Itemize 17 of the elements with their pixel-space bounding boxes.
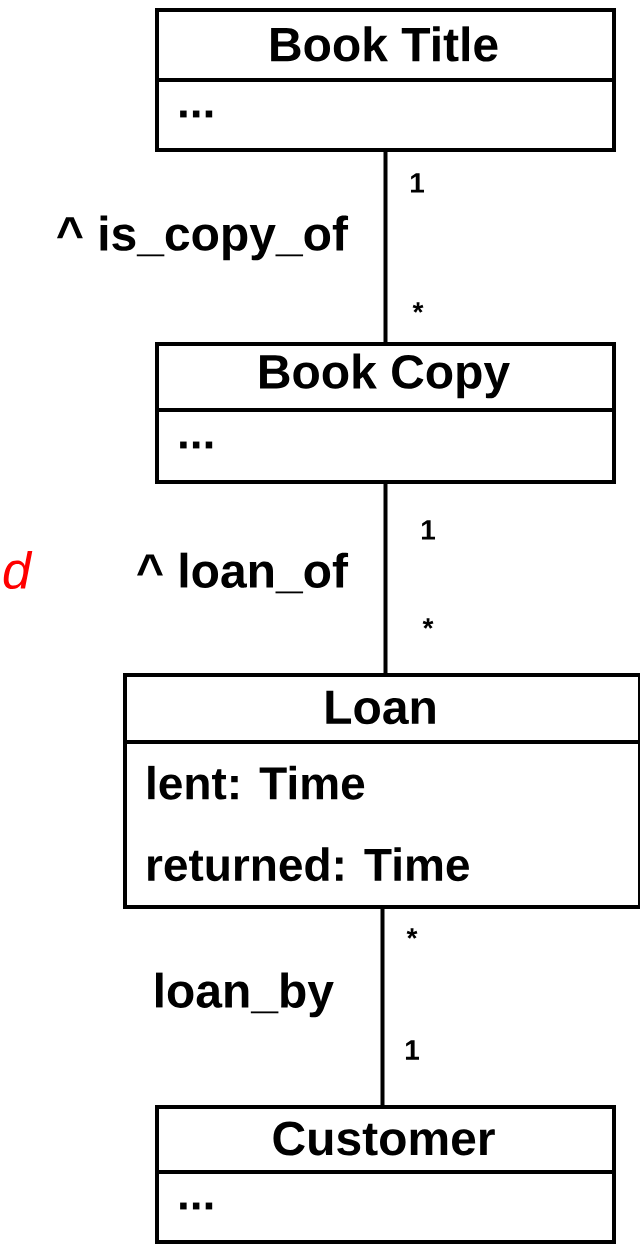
- association-label: ^ loan_of: [137, 552, 349, 594]
- class-box: Book Copy ...: [155, 342, 616, 484]
- class-box: Customer ...: [155, 1105, 616, 1244]
- class-box: Book Title ...: [155, 8, 616, 152]
- multiplicity: 1: [410, 173, 424, 193]
- multiplicity: 1: [406, 1040, 419, 1060]
- multiplicity: *: [406, 928, 418, 939]
- partial-text: d: [3, 550, 33, 590]
- multiplicity: *: [422, 618, 434, 629]
- class-box: Loan lent: Time returned: Time: [123, 673, 640, 909]
- multiplicity: *: [412, 302, 424, 313]
- multiplicity: 1: [421, 520, 435, 540]
- association-line: [383, 152, 388, 342]
- association-line: [383, 484, 388, 673]
- association-label: ^ is_copy_of: [56, 215, 349, 261]
- association-line: [380, 909, 385, 1105]
- association-label: loan_by: [156, 972, 334, 1018]
